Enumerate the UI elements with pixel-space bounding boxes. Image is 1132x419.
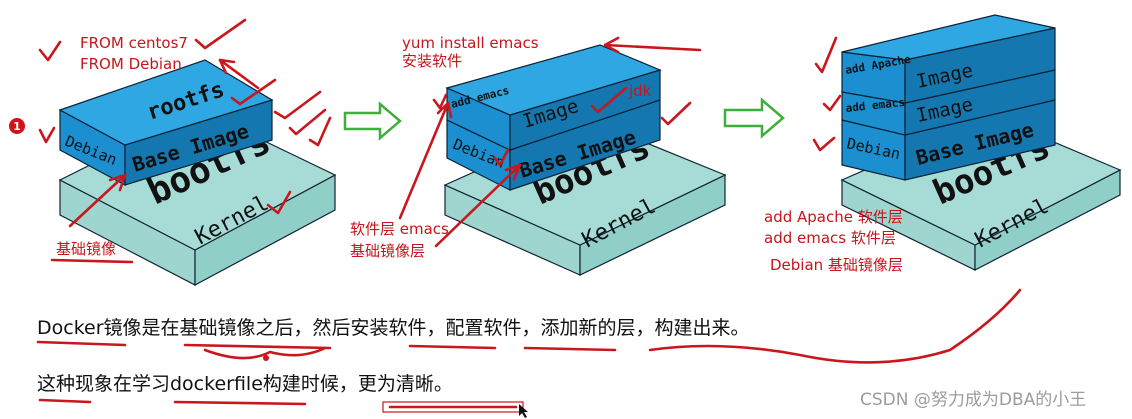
underline-stroke [183, 343, 332, 350]
add-emacs-label: add emacs [845, 96, 906, 115]
underline-stroke [173, 400, 307, 406]
install-software-text: 安装软件 [402, 52, 462, 70]
red-annotations: 1 FROM centos7 FROM Debian 基础镜像 yum inst… [9, 18, 903, 274]
checkmark-icon [288, 108, 327, 136]
underline-stroke [50, 258, 134, 264]
red-arrow-icon-4 [398, 101, 453, 220]
checkmark-icon [230, 78, 277, 106]
step-badge-number: 1 [13, 120, 21, 133]
checkmark-icon [266, 190, 292, 215]
debian-base-layer-text: Debian 基础镜像层 [770, 256, 903, 274]
checkmark-icon [194, 18, 247, 50]
body-line-2: 这种现象在学习dockerfile构建时候，更为清晰。 [37, 373, 453, 395]
step-badge [9, 118, 25, 134]
diagram-3-stack: Kernel bootfs add Apache Image add emacs… [840, 14, 1122, 271]
checkmark-icon [590, 86, 628, 114]
from-debian-text: FROM Debian [80, 55, 182, 73]
body-text-block: Docker镜像是在基础镜像之后，然后安装软件，配置软件，添加新的层，构建出来。… [36, 288, 1022, 418]
underline-stroke [408, 344, 497, 350]
ink-dot [263, 355, 269, 361]
red-arrow-icon-2 [68, 173, 127, 228]
checkmark-icon [814, 36, 838, 74]
add-emacs-layer-text: add emacs 软件层 [764, 229, 896, 247]
add-apache-top-face [841, 14, 1056, 61]
yum-install-text: yum install emacs [402, 34, 539, 52]
add-apache-layer-text: add Apache 软件层 [764, 208, 903, 226]
rootfs-top-face [58, 59, 274, 146]
from-centos-text: FROM centos7 [80, 34, 188, 52]
selection-box [382, 401, 524, 413]
curve-stroke [648, 288, 1022, 364]
checkmark-icon [660, 101, 692, 126]
underline-stroke [36, 340, 127, 347]
checkmark-icon [432, 93, 448, 110]
red-arrow-icon-5 [434, 163, 522, 248]
add-emacs-top-face [445, 44, 662, 116]
underline-stroke [523, 346, 617, 352]
red-arrow-icon-1 [218, 58, 260, 90]
software-layer-emacs-text: 软件层 emacs [350, 220, 449, 238]
checkmark-icon [308, 116, 332, 147]
body-line-1: Docker镜像是在基础镜像之后，然后安装软件，配置软件，添加新的层，构建出来。 [37, 317, 750, 339]
checkmark-icon [493, 148, 510, 167]
csdn-watermark: CSDN @努力成为DBA的小王 [860, 390, 1086, 410]
diagram-2-stack: Kernel bootfs add emacs Image Debian Bas… [443, 44, 727, 276]
base-image-layer-text: 基础镜像层 [350, 242, 425, 260]
checkmark-icon [38, 126, 56, 144]
mouse-cursor-icon [519, 404, 528, 418]
checkmark-icon [273, 90, 322, 120]
checkmark-icon [822, 94, 842, 112]
arrow-right-icon-2 [723, 97, 785, 139]
checkmark-icon [38, 40, 62, 62]
underline-stroke [203, 346, 327, 360]
arrow-right-icon-1 [343, 101, 402, 141]
diagram-1-stack: Kernel bootfs Debian Base Image rootfs [58, 59, 337, 287]
underline-stroke [38, 398, 92, 404]
checkmark-icon [812, 136, 836, 152]
jdk-text: jdk [628, 82, 652, 100]
base-image-cn-text: 基础镜像 [56, 240, 116, 258]
red-arrow-icon-3 [603, 36, 702, 54]
